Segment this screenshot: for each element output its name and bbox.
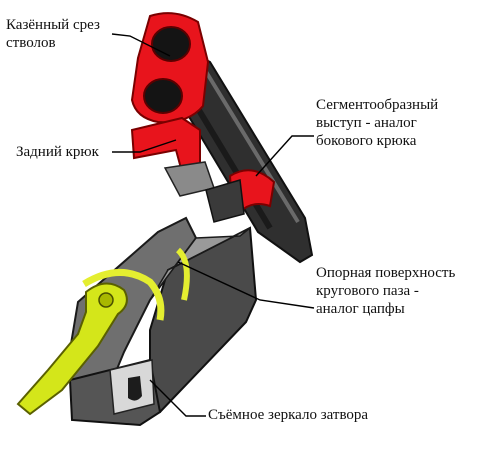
- receiver-top-face: [149, 227, 251, 301]
- label-rear-hook: Задний крюк: [16, 144, 99, 160]
- segment-lug-base: [205, 179, 245, 223]
- bearing-surface-arc-right: [175, 247, 190, 301]
- barrel-shadow-band: [185, 90, 273, 230]
- label-bearing-surface: Опорная поверхность кругового паза - ана…: [316, 265, 456, 317]
- lever-pivot: [98, 292, 114, 308]
- barrel-bore-upper: [151, 26, 191, 62]
- barrel-rib-highlight: [203, 68, 300, 224]
- barrel-bore-lower: [143, 78, 183, 114]
- label-breech-face: Казённый срез стволов: [6, 17, 100, 51]
- leader-lines: [111, 33, 315, 417]
- receiver-assembly: [16, 216, 258, 427]
- leader-rear-hook: [112, 139, 177, 153]
- label-segment-lug: Сегментообразный выступ - аналог боковог…: [316, 97, 439, 149]
- leader-breech-face: [111, 33, 171, 57]
- barrel-assembly: [130, 12, 314, 264]
- bearing-surface-arc: [82, 269, 165, 321]
- leader-segment-lug: [255, 135, 314, 177]
- label-bolt-face: Съёмное зеркало затвора: [208, 407, 369, 423]
- receiver-right-wall: [149, 226, 258, 418]
- opening-lever: [16, 282, 128, 416]
- leader-bolt-face: [149, 379, 206, 417]
- bolt-face-slot: [128, 376, 142, 401]
- leader-bearing-surface: [177, 261, 315, 309]
